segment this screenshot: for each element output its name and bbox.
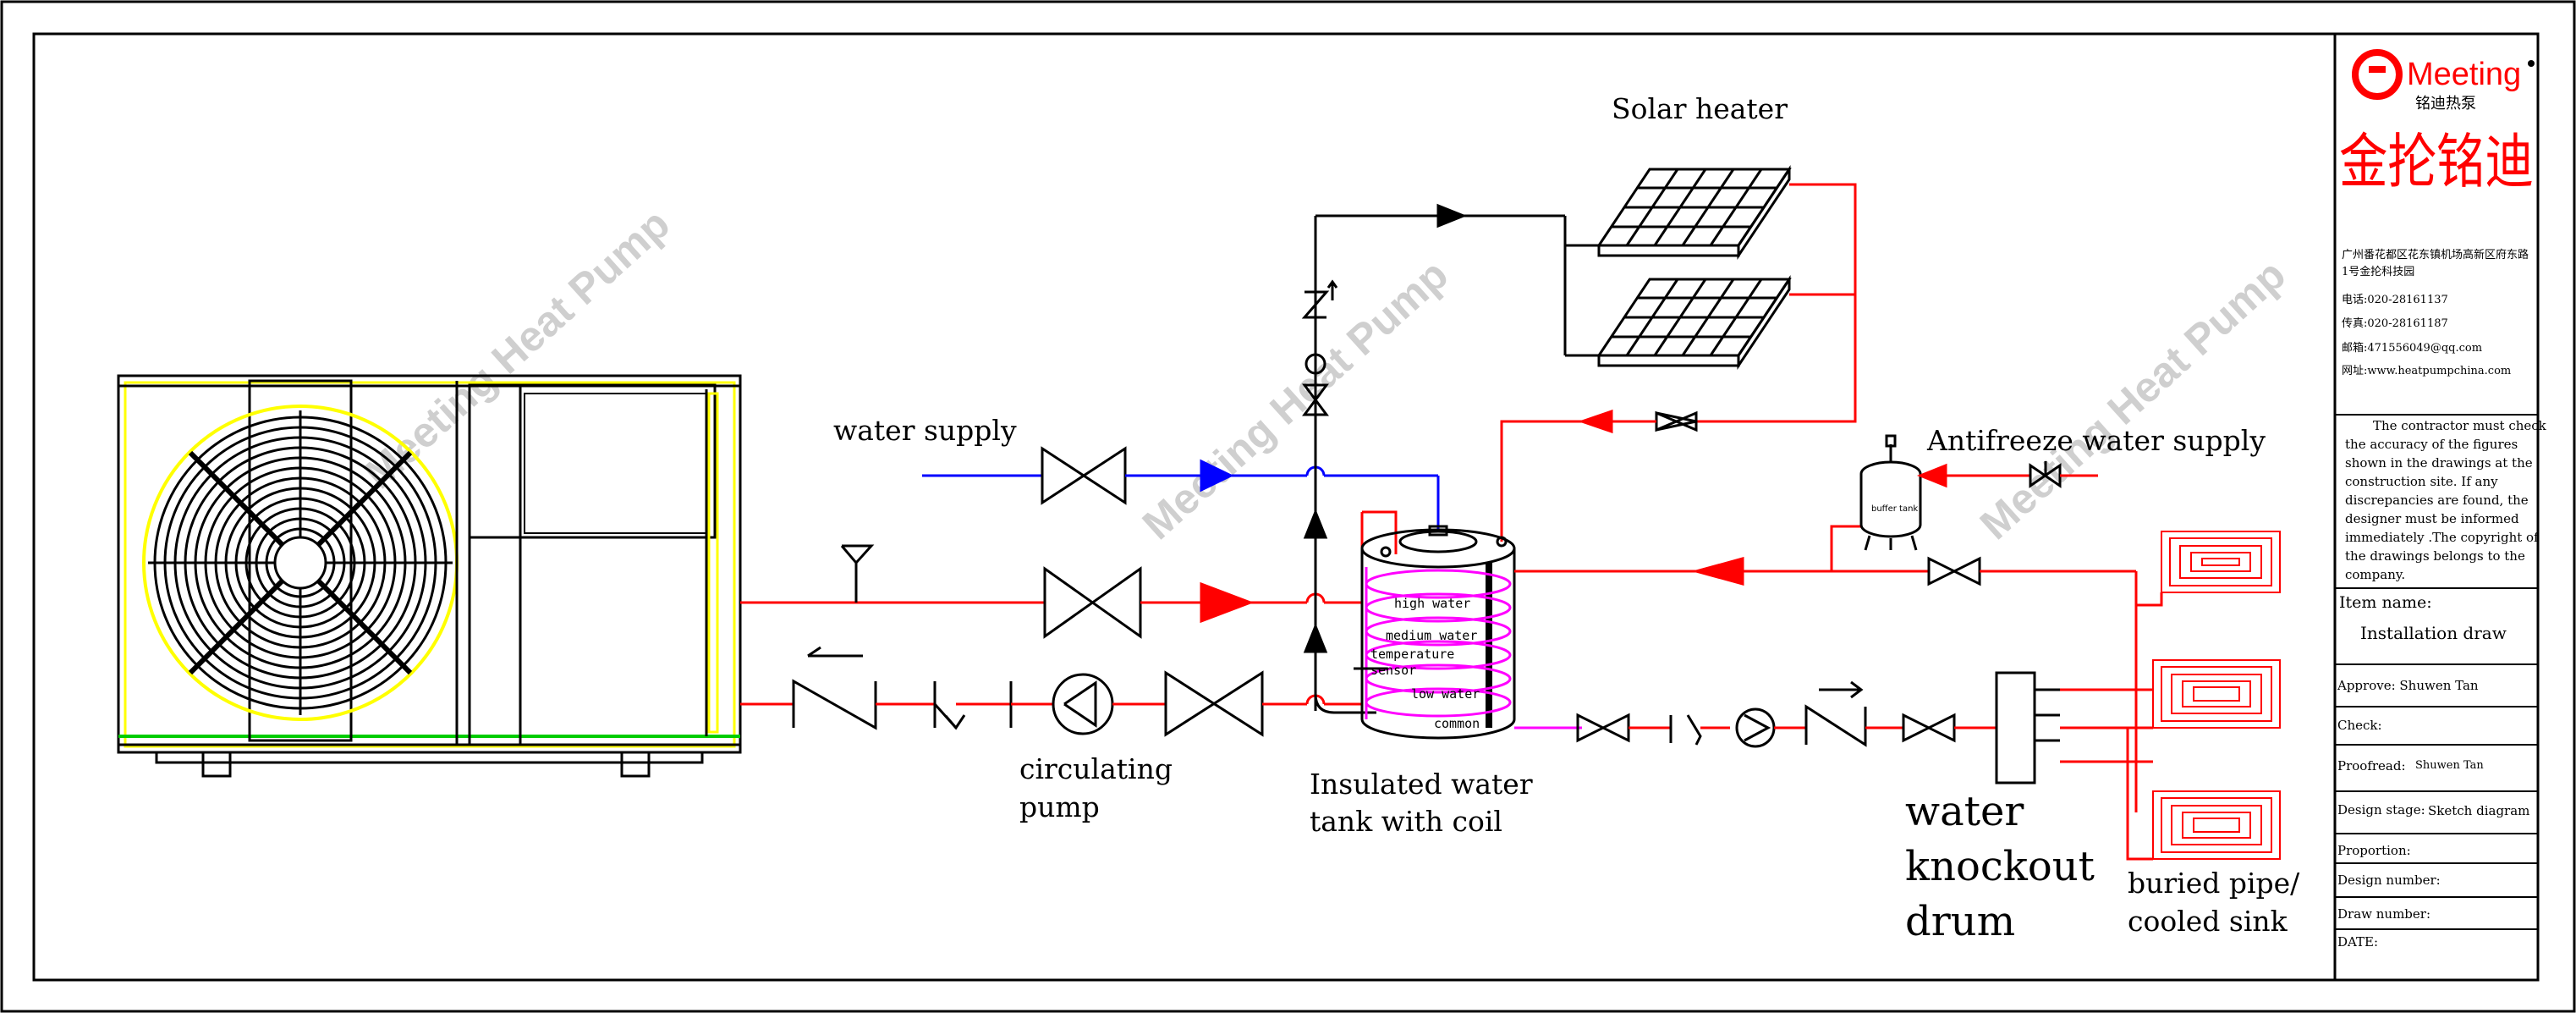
coil-2 [2152, 659, 2281, 729]
solar-panel-1 [1596, 165, 1792, 260]
email: 邮箱:471556049@qq.com [2342, 341, 2482, 355]
ground-loop-line [1514, 671, 2153, 861]
address-line-1: 广州番花都区花东镇机场高新区府东路 [2342, 248, 2529, 262]
notice-line: company. [2345, 567, 2405, 582]
label-medium-water: medium water [1386, 628, 1477, 643]
proofread-label: Proofread: [2337, 758, 2406, 774]
solar-panel-2 [1596, 275, 1792, 370]
proofread-value: Shuwen Tan [2415, 759, 2484, 772]
proportion: Proportion: [2337, 843, 2411, 858]
label-solar-heater: Solar heater [1612, 92, 1788, 125]
drawing-border [32, 32, 2540, 982]
label-sensor: sensor [1370, 663, 1416, 678]
logo-icon [2352, 49, 2403, 100]
label-pump: pump [1019, 790, 1100, 823]
notice-line: the drawings belongs to the [2345, 548, 2525, 564]
notice-line: immediately .The copyright of [2345, 530, 2540, 545]
solar-return-line [1500, 183, 1857, 542]
title-block: Meeting 铭迪热泵 金抡铭迪 广州番花都区花东镇机场高新区府东路 1号金抡… [2333, 34, 2547, 980]
label-circulating: circulating [1019, 752, 1173, 785]
notice-line: construction site. If any [2345, 474, 2498, 489]
antifreeze-line [1916, 461, 2098, 488]
watermark-3: Meeting Heat Pump [1971, 250, 2294, 548]
vertical-riser [1301, 203, 1599, 714]
watermark-group: Meeting Heat Pump Meeting Heat Pump Meet… [355, 200, 2294, 548]
draw-number: Draw number: [2337, 906, 2430, 922]
logo-subtitle: 铭迪热泵 [2415, 95, 2476, 113]
label-drum-1: water [1905, 788, 2024, 835]
label-antifreeze-supply: Antifreeze water supply [1926, 424, 2266, 457]
buried-pipe-coils [2152, 531, 2281, 860]
phone: 电话:020-28161137 [2342, 294, 2448, 306]
design-number: Design number: [2337, 873, 2441, 888]
label-drum-3: drum [1905, 898, 2015, 945]
label-water-supply: water supply [833, 414, 1017, 447]
label-high-water: high water [1394, 596, 1470, 611]
notice-line: The contractor must check [2373, 418, 2547, 433]
address-line-2: 1号金抡科技园 [2342, 265, 2414, 278]
supply-line [740, 510, 1398, 639]
notice-line: discrepancies are found, the [2345, 493, 2529, 508]
item-name-label: Item name: [2339, 593, 2432, 612]
coil-1 [2161, 531, 2281, 593]
heat-pump-unit [117, 374, 742, 778]
label-tank-1: Insulated water [1310, 768, 1533, 801]
water-supply-line [922, 446, 1440, 531]
label-drum-2: knockout [1905, 843, 2095, 890]
label-common: common [1434, 716, 1480, 731]
coil-3 [2152, 790, 2281, 860]
label-temperature: temperature [1370, 647, 1454, 662]
label-buffer-tank: buffer tank [1871, 504, 1918, 514]
label-tank-2: tank with coil [1310, 805, 1502, 838]
website: 网址:www.heatpumpchina.com [2342, 365, 2511, 377]
notice-line: designer must be informed [2345, 511, 2519, 526]
watermark-2: Meeting Heat Pump [1134, 250, 1457, 548]
notice-line: shown in the drawings at the [2345, 455, 2533, 471]
tank-to-floor-heating [1514, 525, 2163, 812]
notice-text: The contractor must check the accuracy o… [2345, 418, 2547, 582]
item-name-value: Installation draw [2360, 623, 2507, 643]
label-buried-2: cooled sink [2128, 905, 2288, 938]
insulated-tank: high water medium water temperature sens… [1354, 525, 1582, 740]
approve: Approve: Shuwen Tan [2337, 678, 2479, 693]
return-line [740, 646, 1364, 737]
buffer-tank: buffer tank [1859, 434, 1922, 551]
label-buried-1: buried pipe/ [2128, 867, 2300, 900]
date: DATE: [2337, 934, 2378, 950]
solar-panels [1596, 165, 1792, 370]
design-stage-value: Sketch diagram [2428, 803, 2529, 818]
logo-text: Meeting [2407, 57, 2521, 92]
notice-line: the accuracy of the figures [2345, 437, 2518, 452]
watermark-1: Meeting Heat Pump [355, 200, 678, 498]
company-name-cn: 金抡铭迪 [2339, 127, 2534, 196]
fax: 传真:020-28161187 [2342, 317, 2448, 330]
check: Check: [2337, 718, 2382, 733]
label-low-water: low water [1411, 686, 1480, 702]
design-stage-label: Design stage: [2337, 802, 2425, 818]
